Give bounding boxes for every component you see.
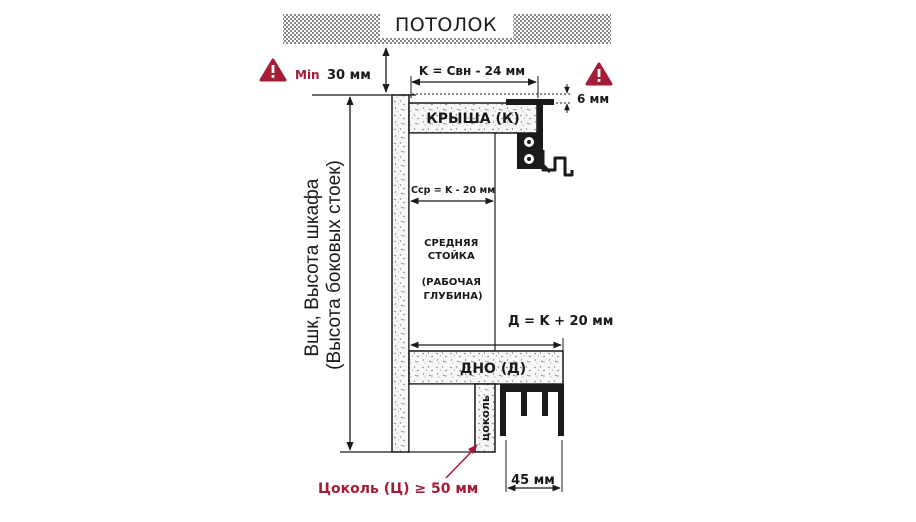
plinth-panel	[474, 383, 496, 453]
side-panel	[391, 94, 410, 453]
warning-triangle-icon	[585, 62, 613, 86]
middle-stand-panel	[408, 132, 496, 352]
min-label: Min	[295, 68, 320, 82]
gap-top-label: 30 мм	[327, 68, 371, 83]
plinth-depth-label: 45 мм	[511, 473, 555, 488]
lower-space	[408, 383, 476, 453]
height-label-line1: Вшк, Высота шкафа	[302, 178, 323, 356]
plinth-note: Цоколь (Ц) ≥ 50 мм	[318, 481, 478, 497]
roof-label: КРЫША (К)	[426, 111, 519, 127]
middle-width-label: Сср = K - 20 мм	[411, 185, 495, 196]
height-label: Вшк, Высота шкафа (Высота боковых стоек)	[302, 160, 345, 370]
middle-label-line: СРЕДНЯЯ	[424, 238, 478, 249]
middle-label-line: (РАБОЧАЯ	[422, 277, 481, 288]
rail-profile	[506, 99, 574, 177]
roof-width-label: K = Свн - 24 мм	[419, 64, 525, 78]
warning-triangle-icon	[259, 58, 287, 82]
ceiling-label: ПОТОЛОК	[395, 14, 497, 36]
middle-label-line: СТОЙКА	[428, 249, 475, 262]
plinth-vertical-label: цоколь	[479, 395, 492, 441]
middle-label-line: ГЛУБИНА)	[423, 291, 482, 302]
bottom-label: ДНО (Д)	[460, 361, 526, 377]
height-label-line2: (Высота боковых стоек)	[324, 160, 345, 370]
bottom-width-label: Д = K + 20 мм	[508, 314, 613, 329]
plinth-note-arrow	[445, 446, 477, 479]
bottom-panel	[408, 350, 564, 385]
middle-stand-label: СРЕДНЯЯ СТОЙКА (РАБОЧАЯ ГЛУБИНА)	[422, 238, 485, 302]
bottom-rail-profile	[500, 384, 564, 436]
ceiling: ПОТОЛОК	[283, 10, 611, 44]
plinth-note-arrowhead	[468, 444, 478, 454]
rail-offset-label: 6 мм	[577, 92, 609, 106]
